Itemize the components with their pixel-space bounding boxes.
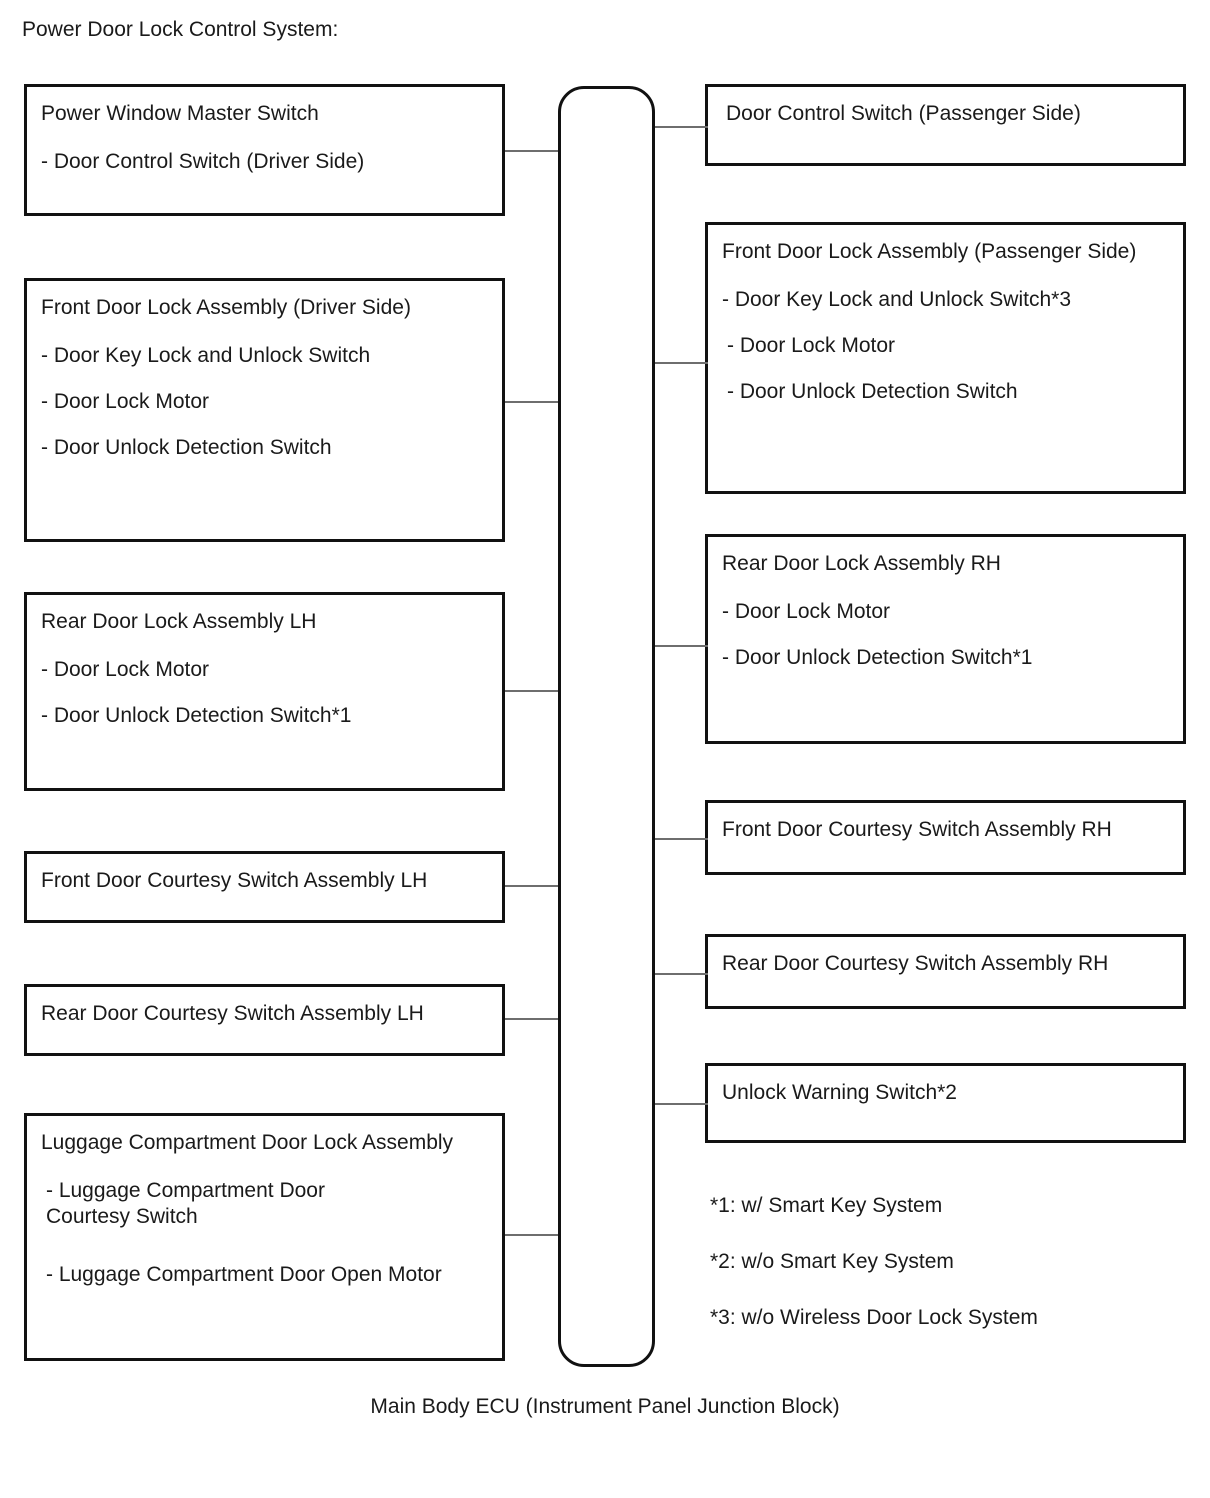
node-sub-item: - Door Unlock Detection Switch*1 (722, 646, 1033, 669)
node-title: Rear Door Lock Assembly RH (722, 552, 1001, 575)
node-title: Front Door Lock Assembly (Passenger Side… (722, 240, 1137, 263)
node-title: Front Door Courtesy Switch Assembly RH (722, 818, 1112, 841)
node-front-door-lock-assembly-passenger[interactable]: Front Door Lock Assembly (Passenger Side… (705, 222, 1186, 494)
node-title: Rear Door Courtesy Switch Assembly LH (41, 1002, 424, 1025)
connector-right-3 (652, 645, 708, 647)
node-sub-item: - Door Key Lock and Unlock Switch*3 (722, 288, 1071, 311)
node-title: Door Control Switch (Passenger Side) (726, 102, 1081, 125)
connector-left-5 (505, 1018, 561, 1020)
node-title: Front Door Courtesy Switch Assembly LH (41, 869, 428, 892)
connector-left-2 (505, 401, 561, 403)
node-rear-door-courtesy-switch-lh[interactable]: Rear Door Courtesy Switch Assembly LH (24, 984, 505, 1056)
node-title: Front Door Lock Assembly (Driver Side) (41, 296, 411, 319)
page-title: Power Door Lock Control System: (22, 18, 339, 41)
node-sub-item: - Luggage Compartment Door Open Motor (46, 1263, 442, 1286)
connector-right-6 (652, 1103, 708, 1105)
node-sub-item: - Door Lock Motor (727, 334, 896, 357)
main-body-ecu-node (558, 86, 655, 1367)
node-sub-item: - Door Unlock Detection Switch (41, 436, 332, 459)
node-title: Rear Door Lock Assembly LH (41, 610, 317, 633)
connector-right-4 (652, 838, 708, 840)
connector-left-6 (505, 1234, 561, 1236)
node-sub-item: - Luggage Compartment Door Courtesy Swit… (46, 1179, 325, 1228)
footnote-item: *2: w/o Smart Key System (710, 1250, 954, 1273)
node-luggage-compartment-door-lock-assembly[interactable]: Luggage Compartment Door Lock Assembly -… (24, 1113, 505, 1361)
connector-left-4 (505, 885, 561, 887)
node-front-door-courtesy-switch-rh[interactable]: Front Door Courtesy Switch Assembly RH (705, 800, 1186, 875)
node-sub-item: - Door Lock Motor (722, 600, 891, 623)
node-sub-item: - Door Key Lock and Unlock Switch (41, 344, 371, 367)
connector-left-1 (505, 150, 561, 152)
connector-right-1 (652, 126, 708, 128)
node-sub-item: - Door Lock Motor (41, 658, 210, 681)
footnotes-list: *1: w/ Smart Key System *2: w/o Smart Ke… (710, 1193, 1190, 1361)
node-power-window-master-switch[interactable]: Power Window Master Switch - Door Contro… (24, 84, 505, 216)
node-sub-item: - Door Unlock Detection Switch*1 (41, 704, 352, 727)
connector-right-5 (652, 973, 708, 975)
footnote-item: *3: w/o Wireless Door Lock System (710, 1306, 1038, 1329)
connector-right-2 (652, 362, 708, 364)
node-title: Power Window Master Switch (41, 102, 319, 125)
node-sub-item: - Door Control Switch (Driver Side) (41, 150, 365, 173)
node-title: Unlock Warning Switch*2 (722, 1081, 957, 1104)
node-rear-door-lock-assembly-rh[interactable]: Rear Door Lock Assembly RH - Door Lock M… (705, 534, 1186, 744)
node-rear-door-courtesy-switch-rh[interactable]: Rear Door Courtesy Switch Assembly RH (705, 934, 1186, 1009)
node-front-door-lock-assembly-driver[interactable]: Front Door Lock Assembly (Driver Side) -… (24, 278, 505, 542)
node-title: Rear Door Courtesy Switch Assembly RH (722, 952, 1109, 975)
footnote-item: *1: w/ Smart Key System (710, 1194, 943, 1217)
node-title: Luggage Compartment Door Lock Assembly (41, 1131, 454, 1154)
node-rear-door-lock-assembly-lh[interactable]: Rear Door Lock Assembly LH - Door Lock M… (24, 592, 505, 791)
node-sub-item: - Door Unlock Detection Switch (727, 380, 1018, 403)
node-unlock-warning-switch[interactable]: Unlock Warning Switch*2 (705, 1063, 1186, 1143)
main-body-ecu-caption: Main Body ECU (Instrument Panel Junction… (370, 1395, 840, 1418)
node-front-door-courtesy-switch-lh[interactable]: Front Door Courtesy Switch Assembly LH (24, 851, 505, 923)
connector-left-3 (505, 690, 561, 692)
node-door-control-switch-passenger[interactable]: Door Control Switch (Passenger Side) (705, 84, 1186, 166)
node-sub-item: - Door Lock Motor (41, 390, 210, 413)
